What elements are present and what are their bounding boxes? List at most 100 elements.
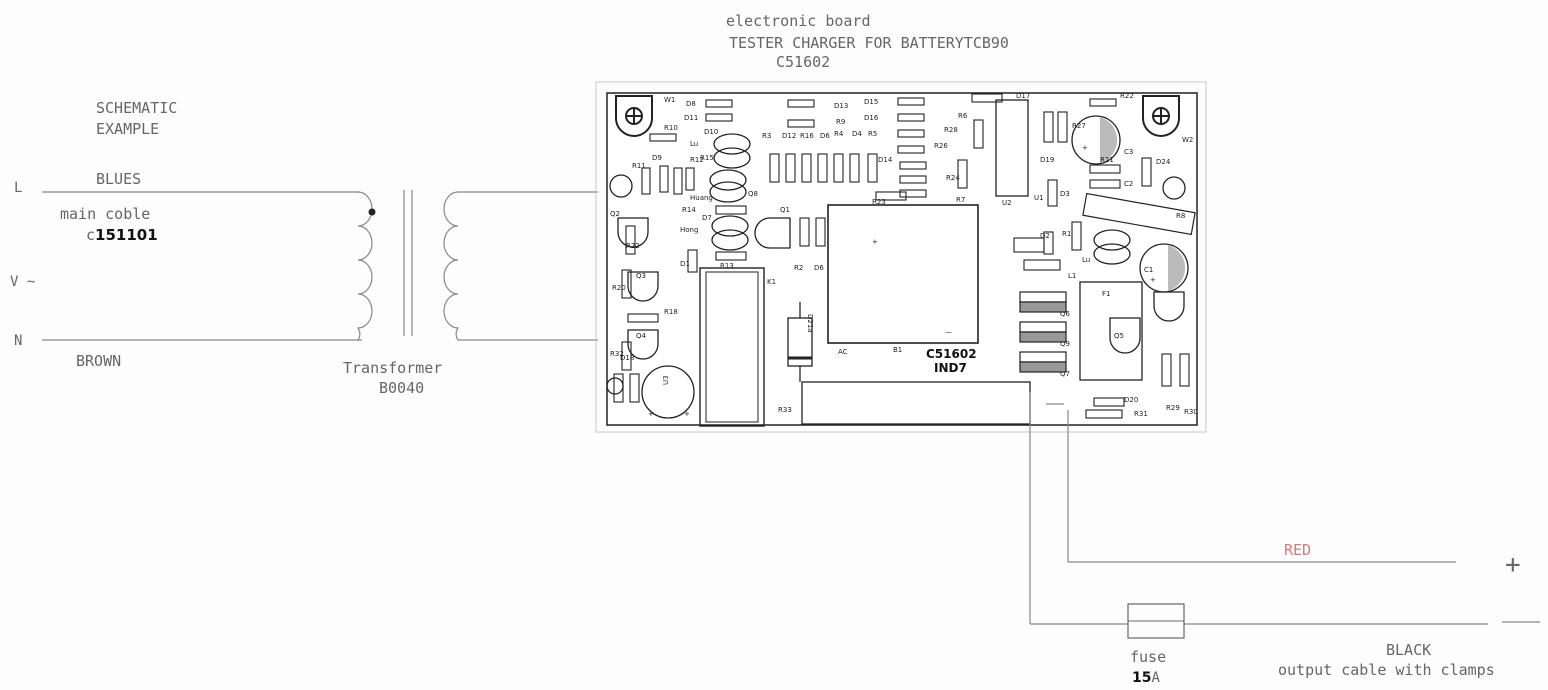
svg-text:+: + xyxy=(1082,144,1088,152)
schematic-title-line1: SCHEMATIC xyxy=(96,99,177,117)
svg-text:R16: R16 xyxy=(800,132,814,140)
transformer-code: B0040 xyxy=(379,379,424,397)
brown-label: BROWN xyxy=(76,352,121,370)
main-ic xyxy=(827,204,979,344)
svg-text:R27: R27 xyxy=(1072,122,1086,130)
svg-text:U3: U3 xyxy=(662,375,670,385)
svg-text:D19: D19 xyxy=(1040,156,1054,164)
black-label: BLACK xyxy=(1386,641,1431,659)
svg-text:R31: R31 xyxy=(1134,410,1148,418)
svg-text:D18: D18 xyxy=(620,354,634,362)
q2-label: Q2 xyxy=(610,210,620,218)
svg-text:R9: R9 xyxy=(836,118,845,126)
svg-text:D3: D3 xyxy=(1060,190,1070,198)
svg-text:C2: C2 xyxy=(1124,180,1133,188)
svg-text:R22: R22 xyxy=(626,242,640,250)
leds xyxy=(709,133,1131,265)
mount-hole-w1 xyxy=(615,95,653,137)
fuse-label: fuse xyxy=(1130,648,1166,666)
resistor-r8 xyxy=(1082,192,1196,236)
power-transistors xyxy=(1019,291,1067,373)
svg-text:D14: D14 xyxy=(878,156,893,164)
svg-text:D8: D8 xyxy=(686,100,696,108)
svg-text:R14: R14 xyxy=(682,206,696,214)
svg-text:R18: R18 xyxy=(664,308,678,316)
schematic-title-line2: EXAMPLE xyxy=(96,120,159,138)
relay-k1-inner xyxy=(705,271,759,423)
lu2-label: Lu xyxy=(1082,256,1090,264)
svg-text:D6: D6 xyxy=(820,132,830,140)
hong-label: Hong xyxy=(680,226,698,234)
svg-text:D11: D11 xyxy=(684,114,698,122)
svg-text:D4: D4 xyxy=(852,130,862,138)
q6-label: Q6 xyxy=(1060,310,1071,318)
svg-text:D24: D24 xyxy=(1156,158,1171,166)
svg-text:R4: R4 xyxy=(834,130,844,138)
svg-text:D6: D6 xyxy=(814,264,824,272)
board-title-line1: electronic board xyxy=(726,12,871,30)
voltage-label: V ~ xyxy=(10,274,35,290)
main-cable-code: c151101 xyxy=(86,226,158,244)
capacitor-c1: C1 + xyxy=(1139,243,1189,293)
ic-plus: + xyxy=(872,238,878,246)
svg-text:R32: R32 xyxy=(610,350,624,358)
board-outline xyxy=(595,81,1207,433)
svg-text:R1: R1 xyxy=(1062,230,1071,238)
r33-label: R33 xyxy=(778,406,792,414)
svg-text:R15: R15 xyxy=(700,154,714,162)
fuse-rating: 15A xyxy=(1132,670,1160,686)
board-title-line2: TESTER CHARGER FOR BATTERYTCB90 xyxy=(729,34,1009,52)
ic-u1 xyxy=(995,99,1029,197)
capacitor-u3: U3 + + xyxy=(641,365,695,419)
svg-text:R20: R20 xyxy=(612,284,626,292)
svg-text:D17: D17 xyxy=(1016,92,1030,100)
svg-text:D2: D2 xyxy=(1040,232,1050,240)
ic-minus: — xyxy=(945,328,952,336)
pcb-border xyxy=(606,92,1198,426)
q7-label: Q7 xyxy=(1060,370,1070,378)
svg-text:R2: R2 xyxy=(794,264,803,272)
svg-text:D10: D10 xyxy=(704,128,718,136)
svg-text:Q8: Q8 xyxy=(748,190,758,198)
ic-ac-label: AC xyxy=(838,348,848,356)
svg-text:R26: R26 xyxy=(934,142,948,150)
transformer-dot xyxy=(368,208,376,216)
relay-k1 xyxy=(699,267,765,427)
line-L-label: L xyxy=(14,180,22,196)
svg-text:D16: D16 xyxy=(864,114,879,122)
ic-b1-label: B1 xyxy=(893,346,902,354)
svg-text:R11: R11 xyxy=(632,162,646,170)
mount-hole-w2 xyxy=(1142,95,1180,137)
d21a-label: D21a xyxy=(806,314,814,333)
svg-text:+: + xyxy=(648,410,654,418)
board-code: C51602 xyxy=(776,53,830,71)
diode-d21a xyxy=(787,302,813,382)
u2-label: U2 xyxy=(1002,199,1012,207)
svg-text:R5: R5 xyxy=(868,130,877,138)
svg-text:R29: R29 xyxy=(1166,404,1180,412)
r8-label: R8 xyxy=(1176,212,1185,220)
svg-text:R13: R13 xyxy=(720,262,734,270)
svg-text:R23: R23 xyxy=(872,198,886,206)
transformer-primary-coil xyxy=(356,191,373,341)
lu1-label: Lu xyxy=(690,140,698,148)
pcb-code2: IND7 xyxy=(934,361,967,375)
q5-label: Q5 xyxy=(1114,332,1124,340)
svg-text:D9: D9 xyxy=(652,154,662,162)
small-components xyxy=(627,93,1125,419)
svg-text:L1: L1 xyxy=(1068,272,1076,280)
svg-text:R10: R10 xyxy=(664,124,678,132)
red-label: RED xyxy=(1284,541,1311,559)
transformer-secondary-coil xyxy=(443,191,460,341)
q4-label: Q4 xyxy=(636,332,647,340)
svg-text:R28: R28 xyxy=(944,126,958,134)
q3-label: Q3 xyxy=(636,272,646,280)
blues-label: BLUES xyxy=(96,170,141,188)
svg-text:D1: D1 xyxy=(680,260,690,268)
output-cable-label: output cable with clamps xyxy=(1278,661,1495,679)
q1-label: Q1 xyxy=(780,206,790,214)
main-cable-number: 151101 xyxy=(95,226,158,244)
svg-text:D15: D15 xyxy=(864,98,878,106)
